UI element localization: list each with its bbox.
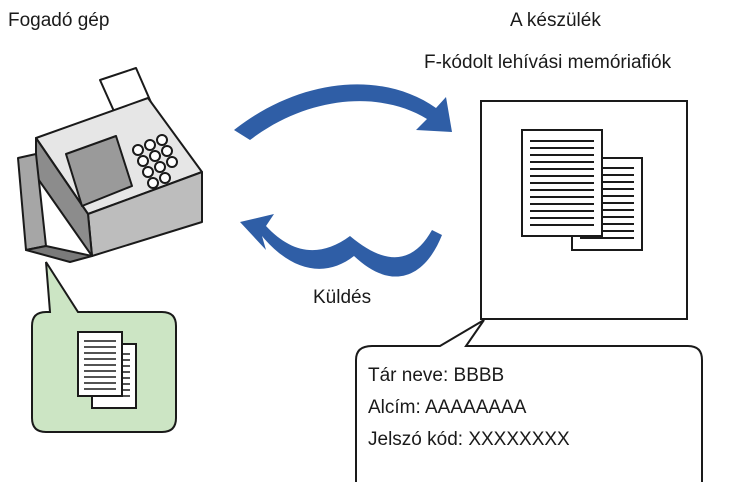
device-title: A készülék <box>510 10 601 31</box>
info-text: Tár neve: BBBB Alcím: AAAAAAAA Jelszó kó… <box>368 360 570 456</box>
memory-box <box>480 100 688 320</box>
info-bubble <box>355 319 703 482</box>
received-documents-icon <box>77 331 137 409</box>
fax-machine-icon <box>17 67 203 263</box>
box-name-text: Tár neve: BBBB <box>368 365 505 386</box>
return-arrow-icon <box>240 214 442 277</box>
received-documents-bubble <box>31 261 177 433</box>
polling-memory-box-title: F-kódolt lehívási memóriafiók <box>424 52 672 73</box>
send-arrow-icon <box>234 84 452 140</box>
subaddress-text: Alcím: AAAAAAAA <box>368 397 527 418</box>
receiving-machine-title: Fogadó gép <box>8 10 110 31</box>
passcode-text: Jelszó kód: XXXXXXXX <box>368 429 570 450</box>
stored-documents-icon <box>521 129 643 251</box>
send-label: Küldés <box>313 287 372 308</box>
